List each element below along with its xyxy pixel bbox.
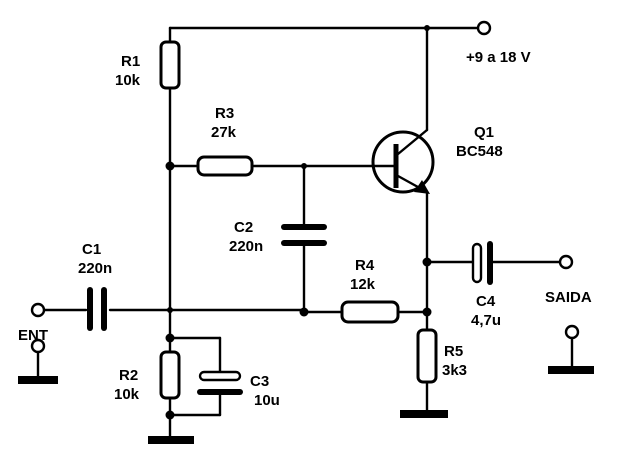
r3-value: 27k <box>211 124 237 141</box>
c4-name: C4 <box>476 293 496 310</box>
r5-resistor <box>416 328 438 384</box>
output-terminal <box>558 254 574 270</box>
ground-r5-icon <box>400 410 448 418</box>
q1-value: BC548 <box>456 143 503 160</box>
c2-value: 220n <box>229 238 263 255</box>
c2-name: C2 <box>234 219 253 236</box>
input-label: ENT <box>18 327 48 344</box>
r3-name: R3 <box>215 105 234 122</box>
c3-capacitor <box>197 370 243 395</box>
r1-name: R1 <box>121 53 140 70</box>
r1-resistor <box>159 40 181 90</box>
junction-dots <box>165 25 432 420</box>
r4-name: R4 <box>355 257 375 274</box>
input-ground-terminal <box>30 338 46 354</box>
output-ground-terminal <box>564 324 580 340</box>
ground-r2-icon <box>148 436 194 444</box>
ground-input-icon <box>18 376 58 384</box>
c4-value: 4,7u <box>471 312 501 329</box>
r2-value: 10k <box>114 386 140 403</box>
r3-resistor <box>196 155 254 177</box>
r4-value: 12k <box>350 276 376 293</box>
r1-value: 10k <box>115 72 141 89</box>
q1-name: Q1 <box>474 124 494 141</box>
supply-label: +9 a 18 V <box>466 49 531 66</box>
r2-resistor <box>159 350 181 400</box>
input-terminal <box>30 302 46 318</box>
r5-name: R5 <box>444 343 463 360</box>
q1-transistor <box>370 128 435 194</box>
r2-name: R2 <box>119 367 138 384</box>
c1-value: 220n <box>78 260 112 277</box>
c3-name: C3 <box>250 373 269 390</box>
r4-resistor <box>340 300 400 324</box>
c3-value: 10u <box>254 392 280 409</box>
ground-output-icon <box>548 366 594 374</box>
c1-name: C1 <box>82 241 101 258</box>
output-label: SAIDA <box>545 289 592 306</box>
r5-value: 3k3 <box>442 362 467 379</box>
c4-capacitor <box>471 241 493 285</box>
supply-terminal <box>476 20 492 36</box>
c1-capacitor <box>87 287 107 331</box>
c2-capacitor <box>281 224 327 246</box>
